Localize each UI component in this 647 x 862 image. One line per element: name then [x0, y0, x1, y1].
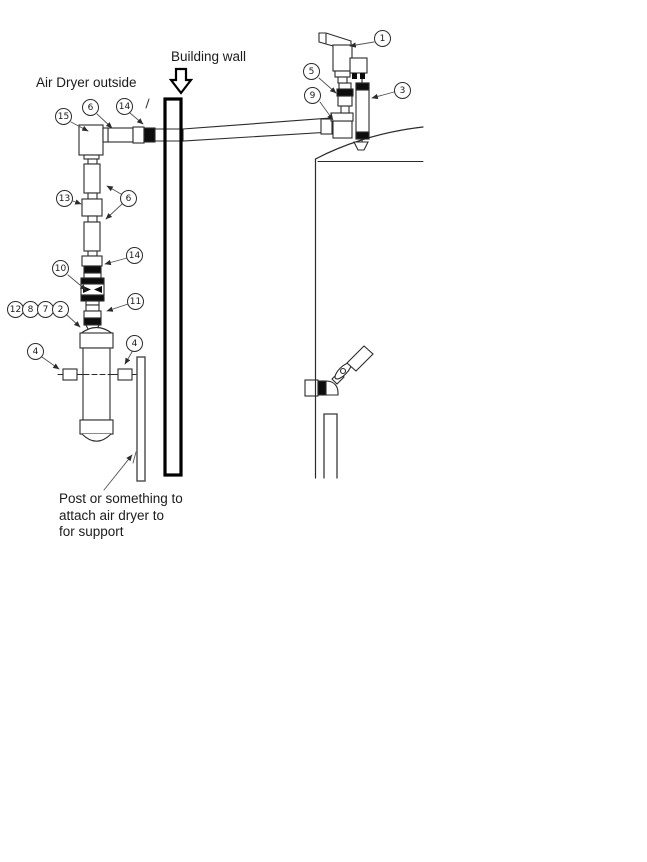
building-wall: [163, 97, 183, 477]
air-dryer-vessel: [79, 326, 114, 442]
callout-4-left: 4: [27, 343, 44, 360]
label-building-wall: Building wall: [171, 49, 247, 64]
sloped-pipe: [182, 117, 332, 142]
fitting-14: [81, 255, 103, 267]
dryer-body: [82, 347, 111, 421]
tank: [314, 126, 424, 479]
label-post-note: Post or something to attach air dryer to…: [59, 491, 183, 541]
dryer-bottom-cap: [79, 419, 114, 435]
callout-2: 2: [52, 301, 69, 318]
support-post: [136, 356, 146, 482]
wall-feedthrough-fitting: [143, 127, 156, 143]
component-3: [355, 78, 370, 140]
elbow-9: [320, 112, 354, 139]
device-1-side-box: [349, 57, 368, 74]
valve-elbow: [325, 380, 339, 396]
dryer-top-cap: [79, 332, 114, 349]
callout-3: 3: [394, 82, 411, 99]
union-5: [336, 82, 354, 114]
horizontal-pipe-run: [107, 98, 332, 144]
tank-dome-fitting: [353, 141, 369, 151]
valve-10: [80, 272, 105, 306]
tank-dip-tube: [323, 413, 338, 479]
callout-6-top: 6: [82, 99, 99, 116]
callout-1: 1: [374, 30, 391, 47]
callout-5: 5: [303, 63, 320, 80]
callout-7: 7: [37, 301, 54, 318]
down-block-arrow-icon: [168, 67, 194, 95]
callout-15: 15: [55, 108, 72, 125]
coupler-13: [81, 198, 103, 217]
post-note-line-1: Post or something to: [59, 491, 183, 506]
callout-13: 13: [56, 190, 73, 207]
tank-drain-valve: [304, 345, 374, 397]
post-note-line-3: for support: [59, 524, 124, 539]
post-note-line-2: attach air dryer to: [59, 507, 165, 523]
callout-4-right: 4: [126, 335, 143, 352]
post-note-arrow: [103, 451, 137, 491]
callout-14-mid: 14: [126, 247, 143, 264]
valve-spout: [346, 345, 374, 372]
callout-10: 10: [52, 260, 69, 277]
device-1: [318, 32, 368, 84]
callout-9: 9: [304, 87, 321, 104]
pipe-nipple-upper: [83, 163, 101, 194]
elbow-15: [78, 124, 104, 156]
pipe-nipple-lower: [83, 221, 101, 252]
callout-11: 11: [127, 293, 144, 310]
label-air-dryer-outside: Air Dryer outside: [36, 75, 137, 90]
callout-8: 8: [22, 301, 39, 318]
bracket-left: [62, 368, 78, 381]
bracket-right: [117, 368, 133, 381]
outdoor-elbow-and-riser: [78, 124, 109, 274]
device-1-body: [332, 44, 353, 72]
mounting-brackets: [57, 368, 138, 381]
callout-6-mid: 6: [120, 190, 137, 207]
leader-lines: [41, 41, 395, 370]
callout-14-top: 14: [116, 98, 133, 115]
